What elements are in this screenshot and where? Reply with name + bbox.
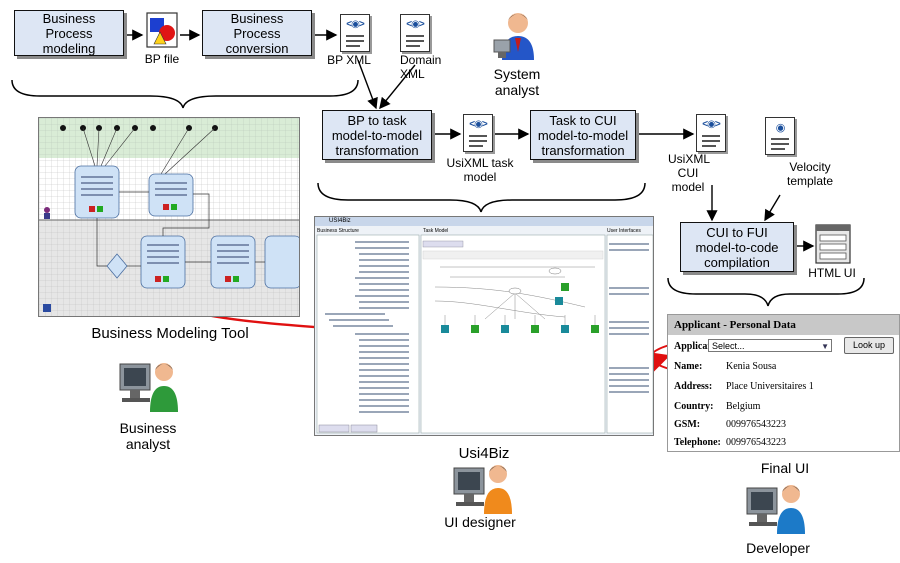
usi4biz-left-panel-title: Business Structure (317, 228, 359, 234)
arrow-bpxml-to-bptask (357, 59, 378, 110)
chevron-down-icon: ▼ (821, 342, 829, 351)
bp-to-task-box: BP to task model-to-model transformation (322, 110, 432, 160)
system-analyst-label: System analyst (493, 66, 541, 98)
brace-middle (317, 182, 646, 213)
applicant-select[interactable]: Select... ▼ (708, 339, 832, 352)
document-xml-icon: <◉> (696, 114, 726, 152)
address-label: Address: (674, 381, 713, 392)
usi4biz-right-panel-title: User Interfaces (607, 228, 641, 234)
domain-xml-label: Domain XML (400, 53, 442, 81)
document-icon: ◉ (765, 117, 795, 155)
business-modeling-tool-label: Business Modeling Tool (91, 325, 249, 342)
task-to-cui-box: Task to CUI model-to-model transformatio… (530, 110, 636, 160)
usi4biz-screenshot: USI4Biz Business Structure Task Model Us… (314, 216, 654, 436)
shapes-icon (146, 12, 178, 48)
bp-file-label: BP file (144, 52, 180, 66)
country-row: Country: Belgium (674, 401, 760, 412)
country-value: Belgium (726, 401, 761, 412)
name-label: Name: (674, 361, 703, 372)
document-xml-icon: <◉> (400, 14, 430, 52)
document-xml-icon: <◉> (463, 114, 493, 152)
html-ui-icon (815, 224, 851, 264)
developer-label: Developer (746, 540, 810, 556)
country-label: Country: (674, 401, 714, 412)
bp-xml-label: BP XML (327, 53, 371, 67)
final-ui-label: Final UI (760, 460, 810, 476)
document-xml-icon: <◉> (340, 14, 370, 52)
gsm-row: GSM: 009976543223 (674, 419, 786, 430)
cui-to-fui-box: CUI to FUI model-to-code compilation (680, 222, 794, 272)
person-icon (118, 358, 180, 414)
name-row: Name: Kenia Sousa (674, 361, 776, 372)
final-ui-header: Applicant - Personal Data (668, 315, 899, 335)
person-icon (452, 460, 514, 516)
usixml-task-model-label: UsiXML task model (446, 156, 514, 184)
gsm-value: 009976543223 (726, 419, 786, 430)
gsm-label: GSM: (674, 419, 701, 430)
lookup-button[interactable]: Look up (844, 337, 894, 354)
brace-right (667, 277, 865, 307)
person-icon (745, 480, 807, 536)
applicant-row: Applicant: (674, 341, 726, 352)
final-ui-screenshot: Applicant - Personal Data Applicant: Sel… (667, 314, 900, 452)
business-modeling-tool-screenshot (38, 117, 300, 317)
applicant-select-value: Select... (712, 341, 745, 351)
telephone-value: 009976543223 (726, 437, 786, 448)
brace-top (11, 79, 359, 109)
telephone-row: Telephone: 009976543223 (674, 437, 786, 448)
bp-modeling-box: Business Process modeling (14, 10, 124, 56)
arrow-domainxml-to-bptask (379, 64, 416, 110)
address-value: Place Universitaires 1 (726, 381, 814, 392)
telephone-label: Telephone: (674, 437, 721, 448)
ui-designer-label: UI designer (444, 514, 516, 530)
applicant-label: Applicant: (674, 341, 720, 352)
name-value: Kenia Sousa (726, 361, 777, 372)
address-row: Address: Place Universitaires 1 (674, 381, 814, 392)
business-analyst-label: Business analyst (119, 420, 177, 452)
usixml-cui-model-label: UsiXML CUI model (668, 152, 711, 194)
person-icon (488, 10, 540, 62)
usi4biz-label: Usi4Biz (458, 445, 510, 462)
velocity-template-label: Velocity template (786, 160, 834, 188)
usi4biz-center-panel-title: Task Model (423, 228, 449, 234)
html-ui-label: HTML UI (808, 266, 856, 280)
bp-conversion-box: Business Process conversion (202, 10, 312, 56)
usi4biz-title-bar: USI4Biz (315, 217, 653, 226)
arrow-velocity-to-fui (764, 194, 781, 222)
